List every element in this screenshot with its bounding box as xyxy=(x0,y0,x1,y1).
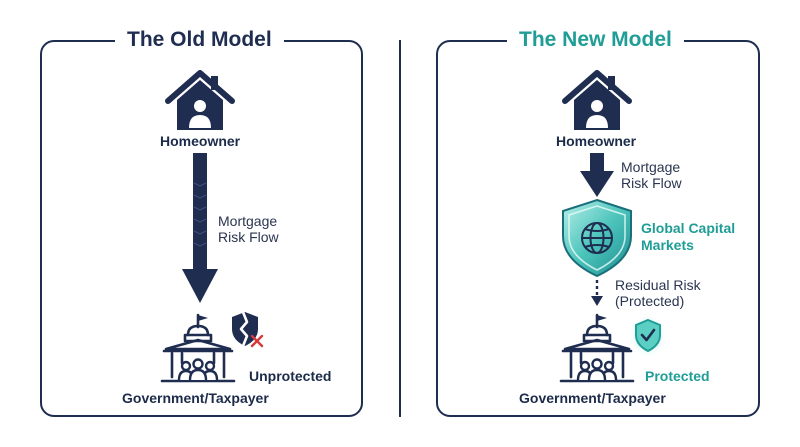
old-flow-label-line1: Mortgage xyxy=(218,213,278,229)
residual-label-line1: Residual Risk xyxy=(615,277,701,293)
house-icon xyxy=(562,70,632,130)
old-model-title: The Old Model xyxy=(115,26,284,54)
house-icon xyxy=(165,70,235,130)
new-model-title: The New Model xyxy=(507,26,684,54)
shield-label-line2: Markets xyxy=(641,237,694,253)
old-homeowner-label: Homeowner xyxy=(160,133,241,149)
new-homeowner-label: Homeowner xyxy=(556,133,637,149)
old-bottom-label: Government/Taxpayer xyxy=(122,390,269,406)
old-flow-label-line2: Risk Flow xyxy=(218,229,279,245)
down-arrow-icon xyxy=(182,153,218,303)
new-flow-label-line2: Risk Flow xyxy=(621,175,682,191)
government-building-icon xyxy=(160,313,236,383)
check-shield-icon xyxy=(630,315,666,357)
residual-label-line2: (Protected) xyxy=(615,293,685,309)
new-status-label: Protected xyxy=(645,368,710,384)
broken-shield-icon xyxy=(232,311,258,347)
center-divider xyxy=(399,40,401,417)
government-building-icon xyxy=(559,313,635,383)
globe-shield-icon xyxy=(562,198,632,278)
shield-label-line1: Global Capital xyxy=(641,220,736,236)
x-mark-icon xyxy=(250,334,264,348)
down-arrow-icon xyxy=(580,153,614,197)
new-flow-label-line1: Mortgage xyxy=(621,159,681,175)
dotted-arrow-icon xyxy=(591,280,603,306)
new-bottom-label: Government/Taxpayer xyxy=(519,390,666,406)
old-status-label: Unprotected xyxy=(249,368,332,384)
